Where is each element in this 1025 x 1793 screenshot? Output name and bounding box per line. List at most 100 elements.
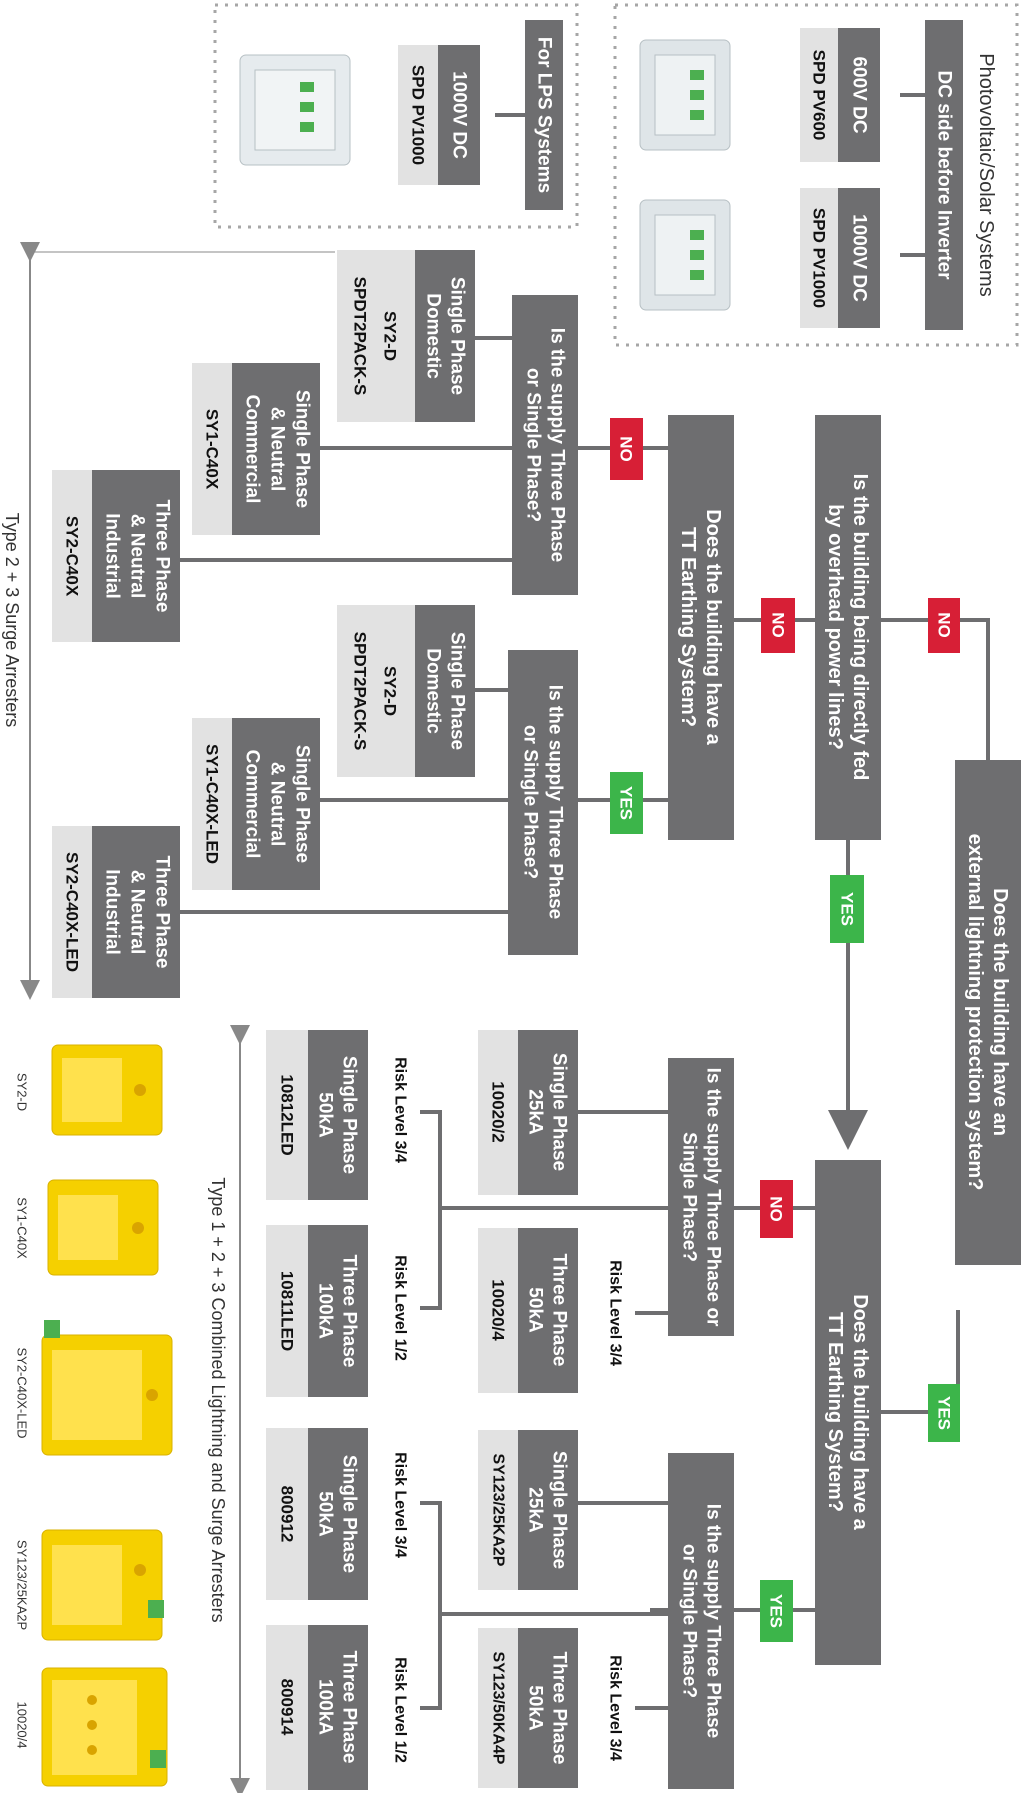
risk-label-yes-lower-34: Risk Level 3/4: [392, 1452, 409, 1558]
svg-text:Single Phase?: Single Phase?: [679, 1132, 700, 1262]
svg-text:NO: NO: [617, 436, 636, 462]
svg-text:& Neutral: & Neutral: [267, 407, 288, 491]
badge-yes-tt-lower: YES: [760, 1580, 793, 1642]
svg-text:TT Earthing System?: TT Earthing System?: [824, 1312, 846, 1512]
overhead-question-box: Is the building being directly fed by ov…: [815, 415, 881, 840]
phase-question-no-branch: Is the supply Three Phase or Single Phas…: [512, 295, 578, 595]
badge-yes-tt-upper: YES: [610, 772, 643, 834]
svg-text:600V DC: 600V DC: [849, 56, 870, 133]
external-lps-question-box: Does the building have an external light…: [955, 760, 1021, 1265]
product-image-sy2-d: [51, 1044, 163, 1136]
svg-text:or Single Phase?: or Single Phase?: [679, 1544, 700, 1698]
pv-frame: [613, 3, 1019, 347]
svg-text:Is the supply Three Phase: Is the supply Three Phase: [703, 1504, 724, 1738]
svg-text:SY2-D: SY2-D: [381, 311, 400, 361]
product-caption-sy1-c40x: SY1-C40X: [15, 1197, 30, 1259]
svg-text:Single Phase: Single Phase: [549, 1053, 570, 1171]
svg-text:or Single Phase?: or Single Phase?: [523, 368, 544, 522]
lps-question-box: For LPS Systems: [525, 20, 563, 210]
svg-text:external lightning protection: external lightning protection system?: [964, 834, 986, 1191]
svg-text:10020/2: 10020/2: [489, 1081, 508, 1142]
phase-question-type123-no: Is the supply Three Phase or Single Phas…: [668, 1058, 734, 1336]
svg-text:Commercial: Commercial: [242, 750, 263, 859]
svg-text:NO: NO: [767, 1196, 786, 1222]
type123-yes-single-25: Single Phase 25kA SY123/25KA2P: [478, 1430, 578, 1590]
svg-text:50kA: 50kA: [315, 1092, 336, 1138]
product-caption-10020-4: 10020/4: [15, 1702, 30, 1749]
svg-text:TT Earthing System?: TT Earthing System?: [677, 527, 699, 727]
svg-text:25kA: 25kA: [525, 1487, 546, 1533]
badge-no-overhead: NO: [761, 598, 795, 653]
svg-text:Is the supply Three Phase or: Is the supply Three Phase or: [703, 1068, 724, 1327]
badge-yes-external: YES: [928, 1384, 960, 1442]
svg-text:SPD PV1000: SPD PV1000: [810, 208, 829, 308]
svg-text:Three Phase: Three Phase: [549, 1254, 570, 1367]
product-caption-sy2-c40x-led: SY2-C40X-LED: [15, 1347, 30, 1438]
lps-question: For LPS Systems: [534, 37, 555, 193]
svg-text:Is the supply Three Phase: Is the supply Three Phase: [545, 685, 566, 919]
pv1000-product-image: [639, 199, 731, 311]
svg-text:100kA: 100kA: [315, 1679, 336, 1735]
svg-text:50kA: 50kA: [315, 1491, 336, 1537]
product-caption-sy2-d: SY2-D: [15, 1073, 30, 1111]
pv-option-600: 600V DC SPD PV600: [800, 28, 880, 162]
result-commercial-yes: Single Phase & Neutral Commercial SY1-C4…: [192, 718, 320, 890]
type23-range-indicator: [20, 242, 335, 1000]
svg-text:SPD PV600: SPD PV600: [810, 50, 829, 141]
svg-text:10812LED: 10812LED: [278, 1074, 297, 1155]
svg-text:SY123/25KA2P: SY123/25KA2P: [490, 1454, 507, 1567]
svg-text:Three Phase: Three Phase: [152, 500, 173, 613]
result-domestic-yes: Single Phase Domestic SY2-D SPDT2PACK-S: [337, 605, 475, 777]
lps-frame: [213, 3, 579, 229]
badge-no-tt-upper: NO: [610, 418, 643, 480]
svg-text:Does the building have a: Does the building have a: [849, 1294, 871, 1530]
result-industrial-yes: Three Phase & Neutral Industrial SY2-C40…: [52, 826, 180, 998]
svg-text:YES: YES: [617, 786, 636, 820]
svg-text:Single Phase: Single Phase: [447, 632, 468, 750]
svg-text:Single Phase: Single Phase: [339, 1056, 360, 1174]
svg-text:Industrial: Industrial: [102, 869, 123, 955]
svg-text:Single Phase: Single Phase: [447, 277, 468, 395]
svg-text:& Neutral: & Neutral: [267, 762, 288, 846]
svg-text:SPDT2PACK-S: SPDT2PACK-S: [351, 277, 370, 396]
risk-label-no-lower-34: Risk Level 3/4: [392, 1057, 409, 1163]
svg-text:800914: 800914: [278, 1679, 297, 1736]
pv-question: DC side before Inverter: [934, 70, 955, 280]
svg-text:Does the building have an: Does the building have an: [989, 888, 1011, 1136]
svg-text:1000V DC: 1000V DC: [449, 71, 470, 159]
svg-text:Single Phase: Single Phase: [292, 745, 313, 863]
product-image-sy123-25ka2p: [41, 1529, 164, 1641]
svg-text:SY2-C40X: SY2-C40X: [63, 516, 82, 597]
result-domestic-no: Single Phase Domestic SY2-D SPDT2PACK-S: [337, 250, 475, 422]
lps-product-image: [239, 54, 351, 166]
svg-text:SY1-C40X-LED: SY1-C40X-LED: [203, 744, 222, 864]
pv-option-1000: 1000V DC SPD PV1000: [800, 188, 880, 328]
svg-text:& Neutral: & Neutral: [127, 870, 148, 954]
svg-text:Single Phase: Single Phase: [549, 1451, 570, 1569]
svg-text:100kA: 100kA: [315, 1283, 336, 1339]
product-image-sy2-c40x-led: [41, 1320, 173, 1456]
svg-text:Single Phase: Single Phase: [339, 1455, 360, 1573]
svg-text:1000V DC: 1000V DC: [849, 214, 870, 302]
svg-text:or Single Phase?: or Single Phase?: [520, 725, 541, 879]
type123-label: Type 1 + 2 + 3 Combined Lightning and Su…: [208, 1177, 228, 1622]
svg-text:Is the building being directly: Is the building being directly fed: [849, 474, 871, 781]
phase-question-type123-yes: Is the supply Three Phase or Single Phas…: [668, 1453, 734, 1789]
lps-option-1000: 1000V DC SPD PV1000: [398, 45, 480, 185]
type123-yes-three-100: Three Phase 100kA 800914: [266, 1625, 368, 1790]
badge-yes-overhead: YES: [830, 875, 864, 943]
pv-question-box: DC side before Inverter: [925, 20, 963, 330]
svg-text:10811LED: 10811LED: [278, 1271, 297, 1351]
type23-label: Type 2 + 3 Surge Arresters: [2, 513, 22, 728]
tt-lower-question-box: Does the building have a TT Earthing Sys…: [815, 1160, 881, 1665]
svg-text:YES: YES: [838, 892, 857, 926]
risk-label-no-upper: Risk Level 3/4: [607, 1260, 624, 1366]
svg-text:Is the supply Three Phase: Is the supply Three Phase: [547, 328, 568, 562]
pv600-product-image: [639, 39, 731, 151]
svg-text:YES: YES: [767, 1594, 786, 1628]
svg-text:SY2-C40X-LED: SY2-C40X-LED: [63, 852, 82, 972]
svg-text:Three Phase: Three Phase: [152, 856, 173, 969]
type123-no-three-100: Three Phase 100kA 10811LED: [266, 1225, 368, 1397]
svg-text:Does the building have a: Does the building have a: [702, 509, 724, 745]
